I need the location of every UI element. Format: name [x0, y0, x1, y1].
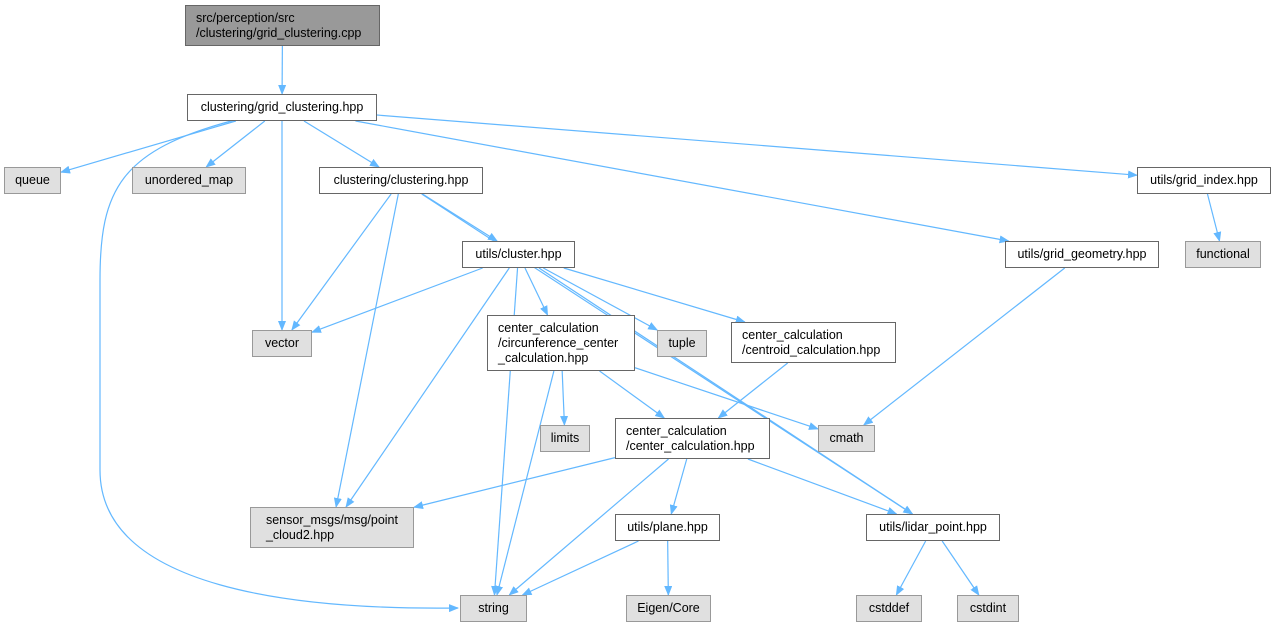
graph-node-cstdint: cstdint	[957, 595, 1019, 622]
graph-node-string: string	[460, 595, 527, 622]
graph-node-limits: limits	[540, 425, 590, 452]
edge-lidar-to-cstdint	[941, 540, 980, 596]
graph-node-umap: unordered_map	[132, 167, 246, 194]
graph-node-queue: queue	[4, 167, 61, 194]
graph-node-tuple: tuple	[657, 330, 707, 357]
graph-node-cpp[interactable]: src/perception/src /clustering/grid_clus…	[185, 5, 380, 46]
edge-clh-to-sensor	[333, 193, 399, 508]
edge-lidar-to-cstddef	[895, 540, 927, 596]
edge-circ-to-cc	[599, 370, 666, 419]
graph-node-centroid[interactable]: center_calculation /centroid_calculation…	[731, 322, 896, 363]
edge-cluster-to-centroid	[563, 267, 746, 324]
graph-node-eigen: Eigen/Core	[626, 595, 711, 622]
edge-cc-to-lidar	[747, 458, 898, 515]
graph-node-clh[interactable]: clustering/clustering.hpp	[319, 167, 483, 194]
graph-node-sensor: sensor_msgs/msg/point _cloud2.hpp	[250, 507, 414, 548]
edge-gch-to-string	[99, 119, 459, 613]
graph-node-functional: functional	[1185, 241, 1261, 268]
graph-node-cstddef: cstddef	[856, 595, 922, 622]
edge-clh-to-cluster	[422, 193, 498, 242]
edge-cc-to-sensor	[413, 457, 616, 509]
edge-gidx-to-functional	[1206, 193, 1222, 242]
graph-node-lidar[interactable]: utils/lidar_point.hpp	[866, 514, 1000, 541]
edge-gch-to-ggeo	[355, 120, 1010, 244]
graph-node-gidx[interactable]: utils/grid_index.hpp	[1137, 167, 1271, 194]
graph-node-cmath: cmath	[818, 425, 875, 452]
edge-cluster-to-sensor	[345, 267, 510, 508]
edge-circ-to-cmath	[634, 367, 819, 430]
edge-gch-to-gidx	[376, 114, 1138, 179]
edge-cluster-to-vector	[311, 267, 483, 333]
edge-cluster-to-circ	[524, 267, 549, 316]
edge-clh-to-vector	[291, 193, 392, 331]
graph-node-plane[interactable]: utils/plane.hpp	[615, 514, 720, 541]
edge-centroid-to-cc	[717, 362, 789, 419]
edge-gch-to-umap	[205, 120, 266, 168]
graph-node-ggeo[interactable]: utils/grid_geometry.hpp	[1005, 241, 1159, 268]
edge-circ-to-string	[495, 370, 555, 596]
edge-gch-to-queue	[60, 120, 237, 174]
graph-node-gch[interactable]: clustering/grid_clustering.hpp	[187, 94, 377, 121]
edge-plane-to-string	[521, 540, 639, 596]
edge-cluster-to-lidar	[538, 267, 914, 515]
edge-gch-to-clh	[303, 120, 380, 168]
edge-cluster-to-tuple	[543, 267, 659, 331]
graph-node-vector: vector	[252, 330, 312, 357]
edge-circ-to-limits	[560, 370, 569, 426]
graph-node-cluster[interactable]: utils/cluster.hpp	[462, 241, 575, 268]
edge-plane-to-eigen	[664, 540, 673, 596]
graph-node-circ[interactable]: center_calculation /circunference_center…	[487, 315, 635, 371]
edge-cc-to-string	[508, 458, 669, 596]
edge-ggeo-to-cmath	[862, 267, 1066, 426]
edge-cc-to-plane	[669, 458, 688, 515]
graph-node-cc[interactable]: center_calculation /center_calculation.h…	[615, 418, 770, 459]
